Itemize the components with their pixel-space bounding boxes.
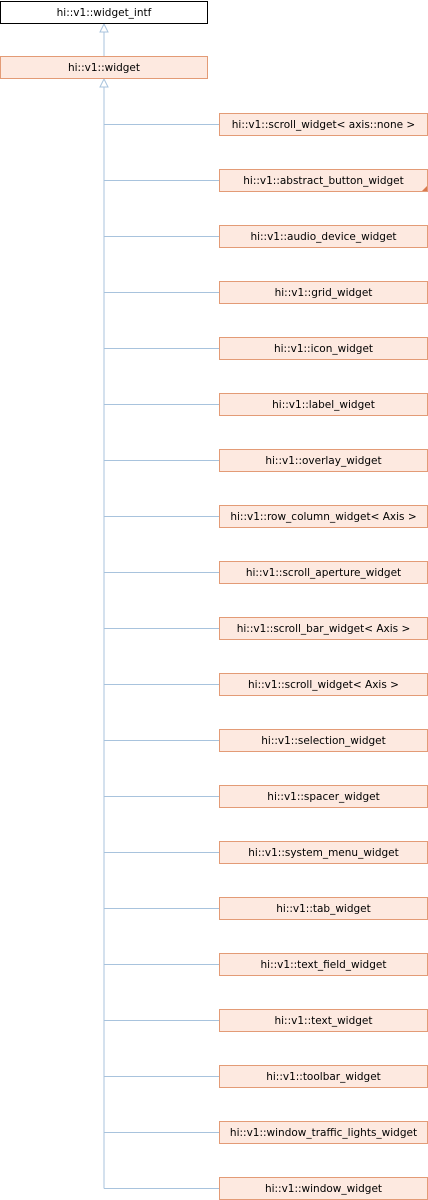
derived-class-node[interactable]: hi::v1::system_menu_widget (219, 841, 428, 864)
derived-class-node[interactable]: hi::v1::grid_widget (219, 281, 428, 304)
inheritance-arrowhead (99, 77, 109, 88)
derived-class-node[interactable]: hi::v1::toolbar_widget (219, 1065, 428, 1088)
derived-class-label: hi::v1::overlay_widget (265, 454, 382, 467)
derived-class-node[interactable]: hi::v1::text_widget (219, 1009, 428, 1032)
derived-class-node[interactable]: hi::v1::tab_widget (219, 897, 428, 920)
derived-class-label: hi::v1::abstract_button_widget (243, 174, 404, 187)
derived-class-label: hi::v1::window_widget (264, 1182, 383, 1195)
inheritance-arrowhead (99, 22, 109, 33)
derived-class-node[interactable]: hi::v1::row_column_widget< Axis > (219, 505, 428, 528)
derived-class-label: hi::v1::scroll_widget< axis::none > (231, 118, 416, 131)
derived-class-node[interactable]: hi::v1::icon_widget (219, 337, 428, 360)
derived-class-node[interactable]: hi::v1::overlay_widget (219, 449, 428, 472)
derived-class-node[interactable]: hi::v1::selection_widget (219, 729, 428, 752)
derived-class-node[interactable]: hi::v1::abstract_button_widget (219, 169, 428, 192)
derived-class-node[interactable]: hi::v1::text_field_widget (219, 953, 428, 976)
derived-class-label: hi::v1::scroll_widget< Axis > (248, 678, 399, 691)
derived-class-label: hi::v1::scroll_aperture_widget (245, 566, 402, 579)
derived-class-label: hi::v1::label_widget (272, 398, 375, 411)
collapsed-children-marker-icon (422, 186, 427, 191)
derived-class-label: hi::v1::tab_widget (276, 902, 371, 915)
derived-class-label: hi::v1::icon_widget (273, 342, 374, 355)
derived-class-node[interactable]: hi::v1::window_traffic_lights_widget (219, 1121, 428, 1144)
derived-class-label: hi::v1::text_field_widget (260, 958, 387, 971)
widget-class-node[interactable]: hi::v1::widget (0, 56, 208, 79)
derived-class-label: hi::v1::text_widget (274, 1014, 373, 1027)
derived-class-node[interactable]: hi::v1::window_widget (219, 1177, 428, 1200)
derived-class-node[interactable]: hi::v1::audio_device_widget (219, 225, 428, 248)
derived-class-node[interactable]: hi::v1::scroll_widget< axis::none > (219, 113, 428, 136)
derived-class-label: hi::v1::audio_device_widget (250, 230, 397, 243)
base-class-node: hi::v1::widget_intf (0, 1, 208, 24)
derived-class-label: hi::v1::row_column_widget< Axis > (230, 510, 417, 523)
derived-class-label: hi::v1::spacer_widget (267, 790, 380, 803)
derived-class-node[interactable]: hi::v1::spacer_widget (219, 785, 428, 808)
derived-class-label: hi::v1::scroll_bar_widget< Axis > (236, 622, 411, 635)
derived-class-label: hi::v1::grid_widget (274, 286, 373, 299)
derived-class-label: hi::v1::window_traffic_lights_widget (229, 1126, 418, 1139)
derived-class-label: hi::v1::toolbar_widget (266, 1070, 381, 1083)
derived-class-label: hi::v1::selection_widget (261, 734, 386, 747)
derived-class-node[interactable]: hi::v1::scroll_aperture_widget (219, 561, 428, 584)
derived-class-label: hi::v1::system_menu_widget (248, 846, 399, 859)
derived-class-node[interactable]: hi::v1::scroll_bar_widget< Axis > (219, 617, 428, 640)
derived-class-node[interactable]: hi::v1::label_widget (219, 393, 428, 416)
derived-class-node[interactable]: hi::v1::scroll_widget< Axis > (219, 673, 428, 696)
